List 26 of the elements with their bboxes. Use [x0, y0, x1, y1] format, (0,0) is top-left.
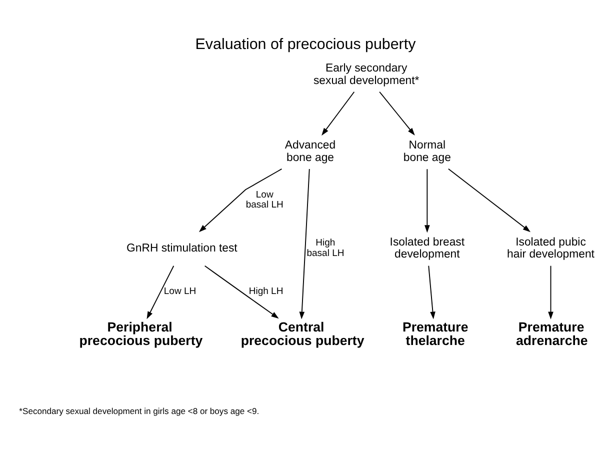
node-text: Isolated breast development — [390, 236, 465, 261]
arrow — [146, 265, 174, 320]
edge-label: Low basal LH — [246, 189, 284, 211]
node-text: Early secondary sexual development* — [313, 62, 420, 87]
node-text: Central precocious puberty — [240, 319, 364, 348]
arrow — [428, 265, 436, 320]
node-text: Normal bone age — [403, 139, 451, 164]
arrow — [299, 168, 310, 320]
node-text: GnRH stimulation test — [126, 242, 238, 255]
arrow — [204, 265, 279, 319]
caption: *Secondary sexual development in girls age <8 or boys age <9. — [19, 406, 260, 416]
edge-label: High basal LH — [306, 238, 344, 260]
arrow — [448, 168, 531, 232]
arrow — [424, 168, 430, 233]
arrow — [379, 91, 415, 136]
node-text: Peripheral precocious puberty — [79, 319, 203, 348]
arrow — [548, 265, 554, 320]
edge-label: High LH — [248, 286, 284, 298]
arrow — [322, 91, 355, 136]
arrow — [198, 168, 282, 232]
node-text: Premature adrenarche — [516, 319, 588, 348]
node-text: Premature thelarche — [402, 319, 468, 348]
diagram-title: Evaluation of precocious puberty — [195, 36, 416, 53]
node-text: Advanced bone age — [284, 139, 336, 164]
edge-label: Low LH — [164, 286, 196, 298]
node-text: Isolated pubic hair development — [507, 236, 594, 261]
